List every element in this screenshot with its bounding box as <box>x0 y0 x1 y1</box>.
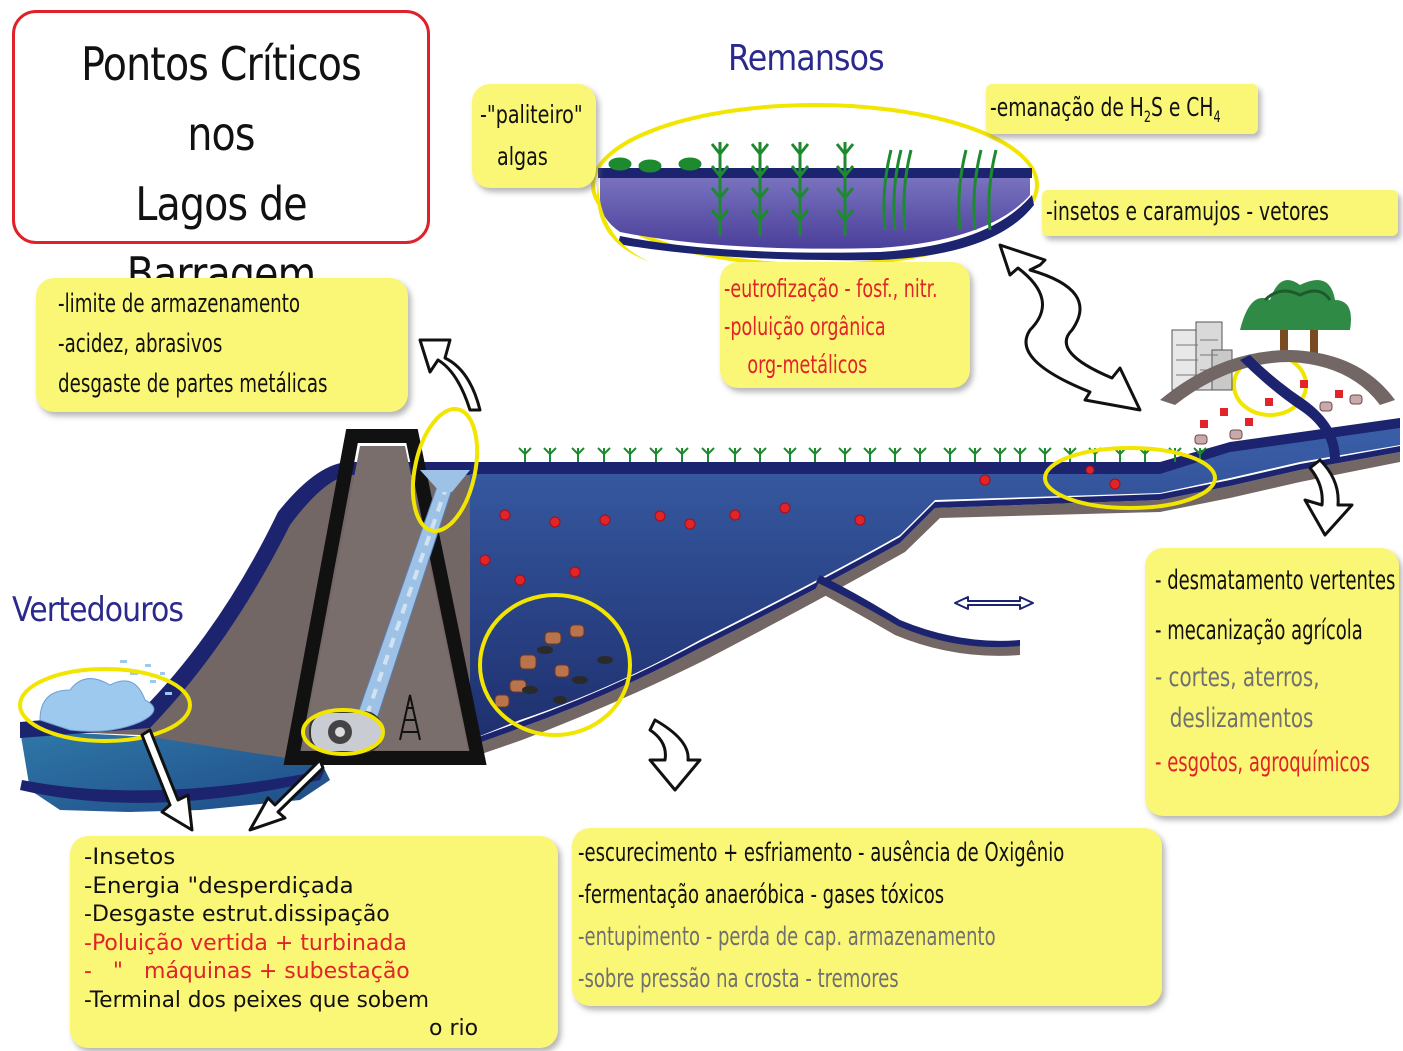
heading-remansos: Remansos <box>728 38 884 79</box>
surface-plant <box>809 448 821 462</box>
surface-plant <box>650 448 662 462</box>
surface-plant <box>914 448 926 462</box>
surface-plant <box>572 448 584 462</box>
title-box: Pontos Críticos nos Lagos de Barragem <box>12 10 430 244</box>
surface-plant <box>839 448 851 462</box>
note-deforest-line-2: - mecanização agrícola <box>1155 606 1336 656</box>
note-algae-line-2: algas <box>480 136 579 178</box>
surface-plant <box>544 448 556 462</box>
note-deforest-line-3: - cortes, aterros, <box>1155 656 1355 700</box>
note-eutro-line-3: org-metálicos <box>724 346 916 384</box>
note-deforest-line-5: - esgotos, agroquímicos <box>1155 738 1336 788</box>
note-gas-emission: -emanação de H2S e CH4 <box>986 84 1258 134</box>
arrow-remansos <box>1000 245 1140 410</box>
surface-plant <box>1039 448 1051 462</box>
arrow-tributary <box>955 597 1033 609</box>
arrow-down-bottom <box>650 720 700 790</box>
note-insects-vectors: -insetos e caramujos - vetores <box>1042 190 1398 236</box>
surface-plant <box>784 448 796 462</box>
note-deforest-line-1: - desmatamento vertentes <box>1155 556 1336 606</box>
note-storage-limit: -limite de armazenamento -acidez, abrasi… <box>36 278 408 412</box>
note-algae: -"paliteiro" algas <box>472 84 596 188</box>
note-storage-line-3: desgaste de partes metálicas <box>58 364 331 404</box>
surface-plant <box>702 448 714 462</box>
remansos-inset <box>593 105 1037 265</box>
note-bottom-effects: -escurecimento + esfriamento - ausência … <box>572 828 1162 1006</box>
note-storage-line-2: -acidez, abrasivos <box>58 324 331 364</box>
note-eutro-line-1: -eutrofização - fosf., nitr. <box>724 270 916 308</box>
note-eutro-line-2: -poluição orgânica <box>724 308 916 346</box>
surface-plant <box>598 448 610 462</box>
title-line-2: nos <box>44 99 398 169</box>
note-bottom-line-4: -sobre pressão na crosta - tremores <box>578 958 1028 1000</box>
note-eutrophication: -eutrofização - fosf., nitr. -poluição o… <box>720 262 970 388</box>
note-algae-line-1: -"paliteiro" <box>480 94 579 136</box>
note-spillway-line-5: - " máquinas + subestação <box>84 958 558 987</box>
surface-plant <box>729 448 741 462</box>
note-bottom-line-1: -escurecimento + esfriamento - ausência … <box>578 832 1028 874</box>
arrow-up-storage <box>420 340 480 410</box>
note-deforestation: - desmatamento vertentes - mecanização a… <box>1145 548 1399 816</box>
note-spillway-line-7: o rio <box>84 1015 558 1044</box>
surface-plant <box>519 448 531 462</box>
surface-plant <box>889 448 901 462</box>
note-gas-mid: S e CH <box>1151 93 1213 123</box>
heading-vertedouros: Vertedouros <box>12 590 183 630</box>
title-line-1: Pontos Críticos <box>44 29 398 99</box>
surface-plant <box>1014 448 1026 462</box>
note-insects-line-1: -insetos e caramujos - vetores <box>1046 192 1329 232</box>
note-spillway-line-1: -Insetos <box>84 844 582 873</box>
note-gas-sub2: 4 <box>1213 108 1220 126</box>
note-gas-prefix: -emanação de H <box>990 93 1144 123</box>
surface-plant <box>864 448 876 462</box>
floating-algae <box>640 161 660 171</box>
floating-algae <box>680 159 700 169</box>
surface-plant <box>754 448 766 462</box>
note-spillway: -Insetos -Energia "desperdiçada -Desgast… <box>70 836 558 1048</box>
note-deforest-line-4: deslizamentos <box>1155 700 1355 738</box>
floating-algae <box>610 159 630 169</box>
note-spillway-line-4: -Poluição vertida + turbinada <box>84 930 558 959</box>
note-bottom-line-2: -fermentação anaeróbica - gases tóxicos <box>578 874 1028 916</box>
surface-plant <box>994 448 1006 462</box>
surface-plant <box>944 448 956 462</box>
surface-plant <box>676 448 688 462</box>
surface-plant <box>624 448 636 462</box>
note-bottom-line-3: -entupimento - perda de cap. armazenamen… <box>578 916 1028 958</box>
note-spillway-line-2: -Energia "desperdiçada <box>84 873 582 902</box>
surface-plant <box>969 448 981 462</box>
note-spillway-line-3: -Desgaste estrut.dissipação <box>84 901 558 930</box>
forest <box>1240 280 1351 360</box>
note-storage-line-1: -limite de armazenamento <box>58 284 331 324</box>
note-spillway-line-6: -Terminal dos peixes que sobem <box>84 987 549 1016</box>
